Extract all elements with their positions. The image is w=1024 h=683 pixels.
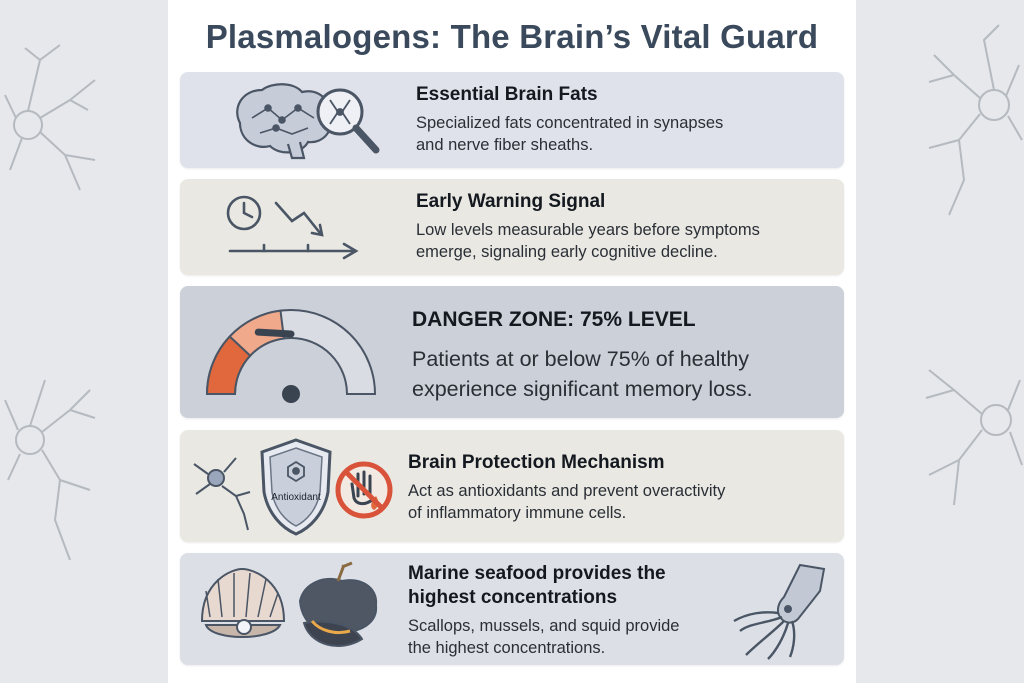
brain-magnifier-icon	[236, 83, 380, 160]
card-body-line: Act as antioxidants and prevent overacti…	[408, 482, 726, 500]
neuron-background-icon	[4, 44, 96, 191]
card-heading-line: highest concentrations	[408, 587, 618, 608]
card-body-line: experience significant memory loss.	[412, 377, 753, 401]
neuron-background-icon	[925, 369, 1023, 506]
card-body-line: and nerve fiber sheaths.	[416, 136, 594, 154]
shield-label: Antioxidant	[271, 492, 321, 503]
card-body-line: of inflammatory immune cells.	[408, 504, 627, 522]
card-brain-protection: Antioxidant Brain Protection Mechanism A…	[180, 430, 844, 542]
page-title: Plasmalogens: The Brain’s Vital Guard	[205, 18, 819, 55]
card-heading: Essential Brain Fats	[416, 84, 598, 105]
antioxidant-shield-icon: Antioxidant	[193, 438, 393, 536]
right-background	[856, 0, 1024, 683]
card-body-line: Scallops, mussels, and squid provide	[408, 617, 680, 635]
card-body-line: the highest concentrations.	[408, 639, 606, 657]
card-heading: Brain Protection Mechanism	[408, 452, 665, 473]
infographic-panel: Plasmalogens: The Brain’s Vital Guard	[168, 0, 856, 683]
card-body-line: emerge, signaling early cognitive declin…	[416, 243, 718, 261]
clock-trend-down-icon	[226, 195, 359, 260]
card-heading: DANGER ZONE: 75% LEVEL	[412, 308, 696, 331]
card-body-line: Patients at or below 75% of healthy	[412, 347, 750, 371]
neuron-background-icon	[4, 379, 96, 561]
gauge-icon	[205, 309, 377, 403]
left-background	[0, 0, 168, 683]
card-heading-line: Marine seafood provides the	[408, 563, 666, 584]
card-heading: Early Warning Signal	[416, 191, 606, 212]
seafood-icon	[200, 561, 378, 647]
card-early-warning-signal: Early Warning Signal Low levels measurab…	[180, 179, 844, 275]
card-marine-seafood: Marine seafood provides the highest conc…	[180, 553, 844, 665]
squid-icon	[733, 563, 826, 660]
card-essential-brain-fats: Essential Brain Fats Specialized fats co…	[180, 72, 844, 168]
neuron-background-icon	[928, 24, 1023, 216]
card-danger-zone: DANGER ZONE: 75% LEVEL Patients at or be…	[180, 286, 844, 418]
card-body-line: Low levels measurable years before sympt…	[416, 221, 760, 239]
card-body-line: Specialized fats concentrated in synapse…	[416, 114, 724, 132]
